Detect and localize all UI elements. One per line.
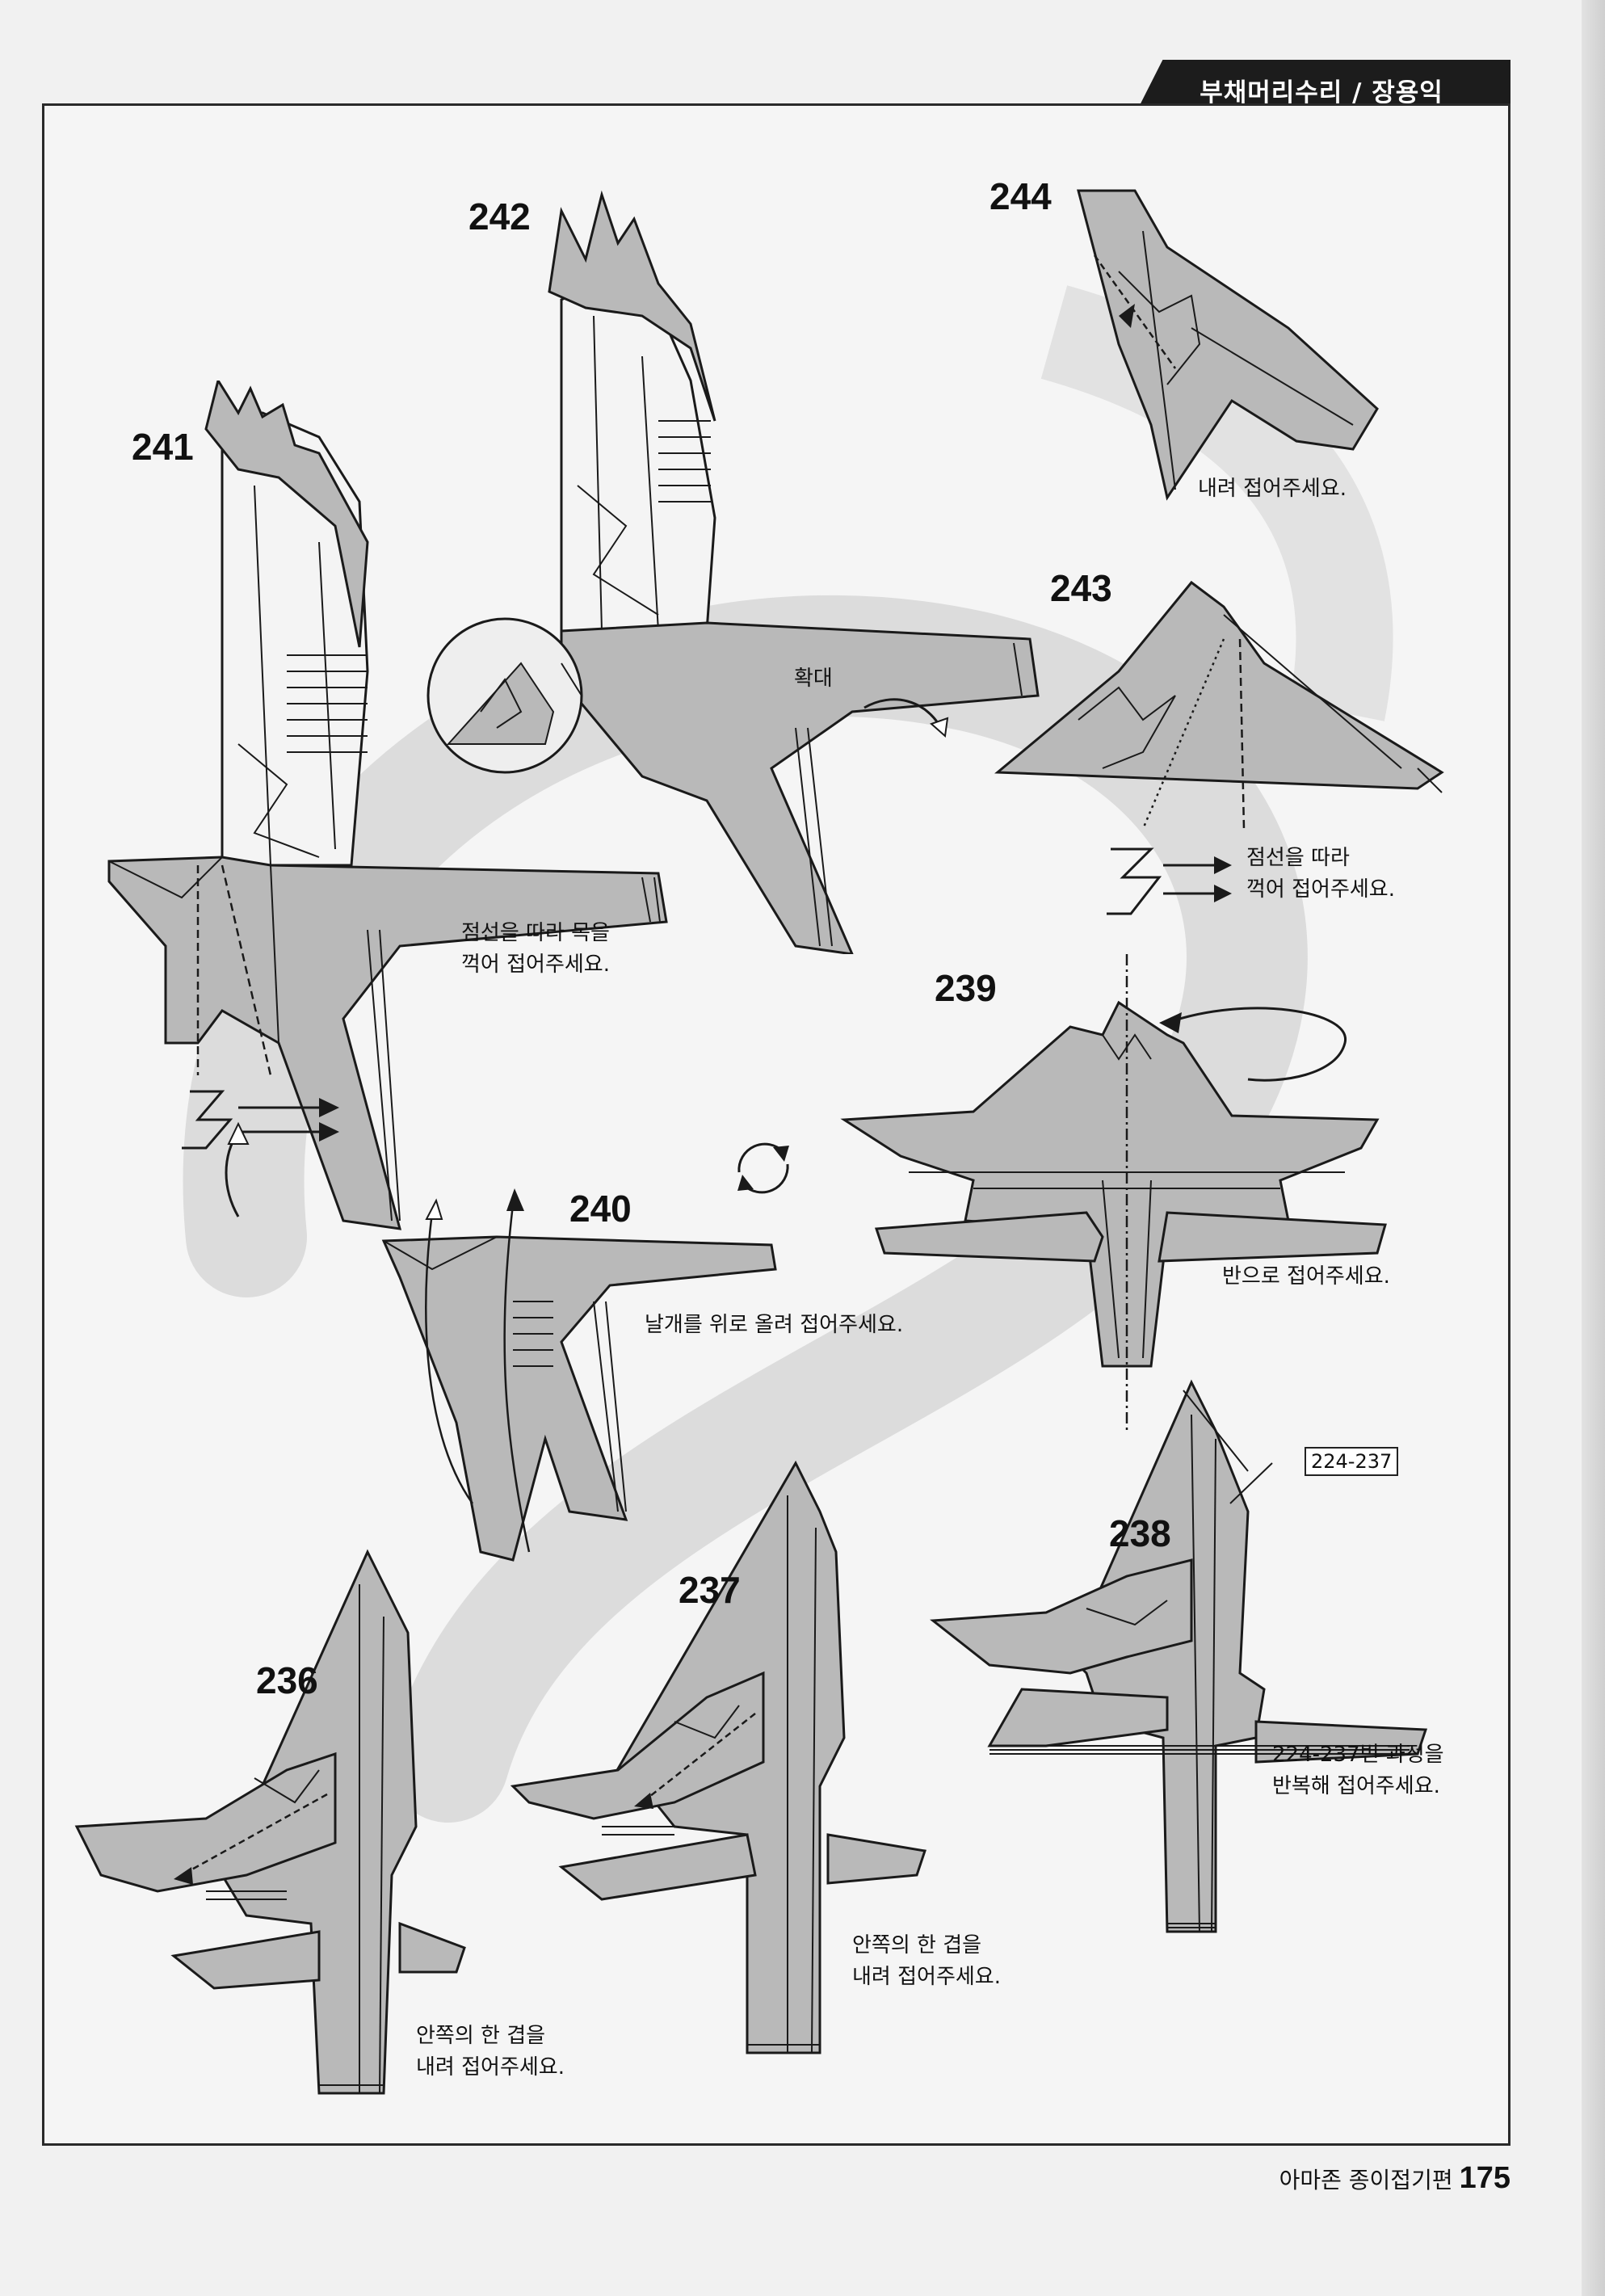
diagram-frame: 241 점선을 따라 목을 꺽어 접어주세요. 242 [42, 103, 1510, 2146]
step-242-caption: 확대 [794, 663, 833, 695]
caption-line: 확대 [794, 667, 833, 691]
step-236-number: 236 [256, 1659, 318, 1701]
caption-line: 꺽어 접어주세요. [461, 952, 610, 977]
valley-fold-symbol-icon [1107, 847, 1232, 915]
step-240-number: 240 [569, 1188, 632, 1230]
page-edge [1582, 0, 1605, 2296]
step-244-number: 244 [989, 175, 1052, 217]
step-244-diagram [1077, 189, 1379, 501]
caption-line: 내려 접어주세요. [1198, 477, 1347, 501]
step-241-number: 241 [132, 426, 194, 468]
turn-over-icon [737, 1142, 789, 1194]
step-242-number: 242 [468, 196, 531, 238]
step-242-diagram [426, 190, 1040, 954]
step-238-number: 238 [1109, 1512, 1171, 1554]
caption-line: 점선을 따라 [1246, 846, 1350, 870]
caption-line: 날개를 위로 올려 접어주세요. [645, 1313, 904, 1337]
step-243-number: 243 [1050, 567, 1112, 609]
step-reference-box: 224-237 [1305, 1447, 1399, 1476]
step-241-diagram [107, 381, 668, 1230]
page-footer: 아마존 종이접기편 175 [1252, 2161, 1510, 2201]
step-243-diagram [994, 580, 1444, 830]
caption-line: 내려 접어주세요. [416, 2055, 565, 2079]
step-244-caption: 내려 접어주세요. [1198, 473, 1347, 505]
step-239-diagram [840, 954, 1387, 1431]
step-236-caption: 안쪽의 한 겹을 내려 접어주세요. [416, 2021, 565, 2084]
step-237-caption: 안쪽의 한 겹을 내려 접어주세요. [852, 1930, 1001, 1993]
step-236-diagram [74, 1549, 466, 2095]
caption-line: 반복해 접어주세요. [1272, 1774, 1440, 1798]
step-241-caption: 점선을 따라 목을 꺽어 접어주세요. [461, 918, 610, 981]
book-title: 아마존 종이접기편 [1279, 2167, 1453, 2193]
step-237-diagram [510, 1460, 926, 2054]
step-243-caption: 점선을 따라 꺽어 접어주세요. [1246, 843, 1395, 906]
step-239-caption: 반으로 접어주세요. [1222, 1261, 1390, 1293]
step-238-caption: 224-237번 과정을 반복해 접어주세요. [1272, 1739, 1444, 1802]
zoom-arrow-icon [863, 698, 949, 738]
caption-line: 반으로 접어주세요. [1222, 1264, 1390, 1289]
caption-line: 내려 접어주세요. [852, 1965, 1001, 1989]
caption-line: 안쪽의 한 겹을 [416, 2024, 546, 2048]
caption-line: 점선을 따라 목을 [461, 921, 610, 945]
step-238-diagram [930, 1379, 1428, 1933]
step-240-caption: 날개를 위로 올려 접어주세요. [645, 1310, 903, 1341]
caption-line: 꺽어 접어주세요. [1246, 877, 1395, 902]
caption-line: 안쪽의 한 겹을 [852, 1933, 982, 1957]
step-240-diagram [381, 1188, 777, 1562]
step-239-number: 239 [935, 967, 997, 1009]
page-number: 175 [1459, 2161, 1510, 2195]
step-237-number: 237 [679, 1569, 741, 1611]
caption-line: 224-237번 과정을 [1272, 1743, 1444, 1767]
header-title: 부채머리수리 / 장용익 [1200, 78, 1443, 107]
